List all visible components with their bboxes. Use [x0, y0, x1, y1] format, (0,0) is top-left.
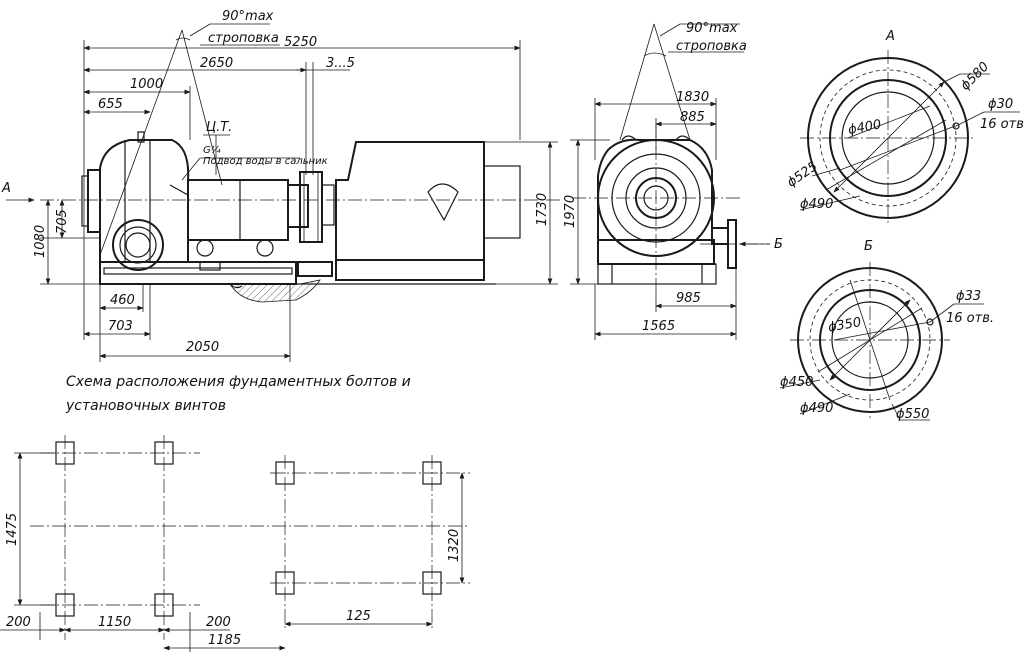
dim-885: 885 [680, 110, 705, 125]
dim-1320: 1320 [447, 529, 462, 562]
flange-b-d350: ϕ350 [827, 315, 862, 336]
flange-b-view: Б ϕ33 16 отв. ϕ350 ϕ450 ϕ490 ϕ550 [779, 239, 994, 422]
dim-1185: 1185 [208, 633, 241, 648]
g-label: G¼ [203, 144, 221, 156]
water-label: Подвод воды в сальник [203, 156, 328, 167]
side-view: 90°max строповка 5250 2650 3...5 1000 65… [1, 9, 560, 362]
flange-a-title: А [885, 29, 895, 44]
arrow-a-label: A [1, 181, 11, 196]
cg-label: Ц.Т. [206, 120, 232, 135]
bolt-scheme: Схема расположения фундаментных болтов и… [0, 374, 470, 652]
dim-1000: 1000 [130, 77, 163, 92]
flange-b-d450: ϕ450 [780, 375, 813, 390]
dim-200-left: 200 [6, 615, 31, 630]
flange-a-d490: ϕ490 [800, 197, 833, 212]
flange-a-view: А ϕ580 ϕ30 16 отв. ϕ400 ϕ525 ϕ490 [785, 29, 1024, 226]
flange-b-d33: ϕ33 [956, 289, 981, 304]
front-sling-word: строповка [676, 39, 747, 54]
side-sling-word: строповка [208, 31, 279, 46]
flange-a-d580: ϕ580 [958, 59, 992, 93]
flange-b-title: Б [864, 239, 873, 254]
dim-5250: 5250 [284, 35, 317, 50]
flange-a-holes: 16 отв. [980, 117, 1024, 132]
front-sling-angle: 90°max [686, 21, 738, 36]
dim-1970: 1970 [563, 195, 578, 228]
dim-2050: 2050 [186, 340, 219, 355]
bolt-caption-line1: Схема расположения фундаментных болтов и [66, 374, 411, 390]
flange-b-d550: ϕ550 [896, 407, 929, 422]
dim-655: 655 [98, 97, 123, 112]
dim-1565: 1565 [642, 319, 675, 334]
dim-gap: 3...5 [326, 56, 355, 71]
arrow-b-label: Б [774, 237, 783, 252]
flange-b-d490: ϕ490 [800, 401, 833, 416]
dim-2650: 2650 [200, 56, 233, 71]
dim-1475: 1475 [5, 513, 20, 546]
dim-1830: 1830 [676, 90, 709, 105]
flange-b-holes: 16 отв. [946, 311, 994, 326]
dim-705: 705 [55, 209, 70, 234]
dim-125: 125 [346, 609, 371, 624]
flange-a-d400: ϕ400 [847, 117, 882, 138]
dim-985: 985 [676, 291, 701, 306]
dim-1150: 1150 [98, 615, 131, 630]
side-sling-angle: 90°max [222, 9, 274, 24]
dim-703: 703 [108, 319, 133, 334]
dim-460: 460 [110, 293, 135, 308]
bolt-caption-line2: установочных винтов [65, 398, 226, 414]
dim-1080: 1080 [33, 225, 48, 258]
flange-a-d525: ϕ525 [785, 159, 821, 190]
dim-200-right: 200 [206, 615, 231, 630]
front-view: 90°max строповка 1830 885 Б [563, 21, 783, 340]
flange-a-d30: ϕ30 [988, 97, 1013, 112]
dim-1730: 1730 [535, 193, 550, 226]
